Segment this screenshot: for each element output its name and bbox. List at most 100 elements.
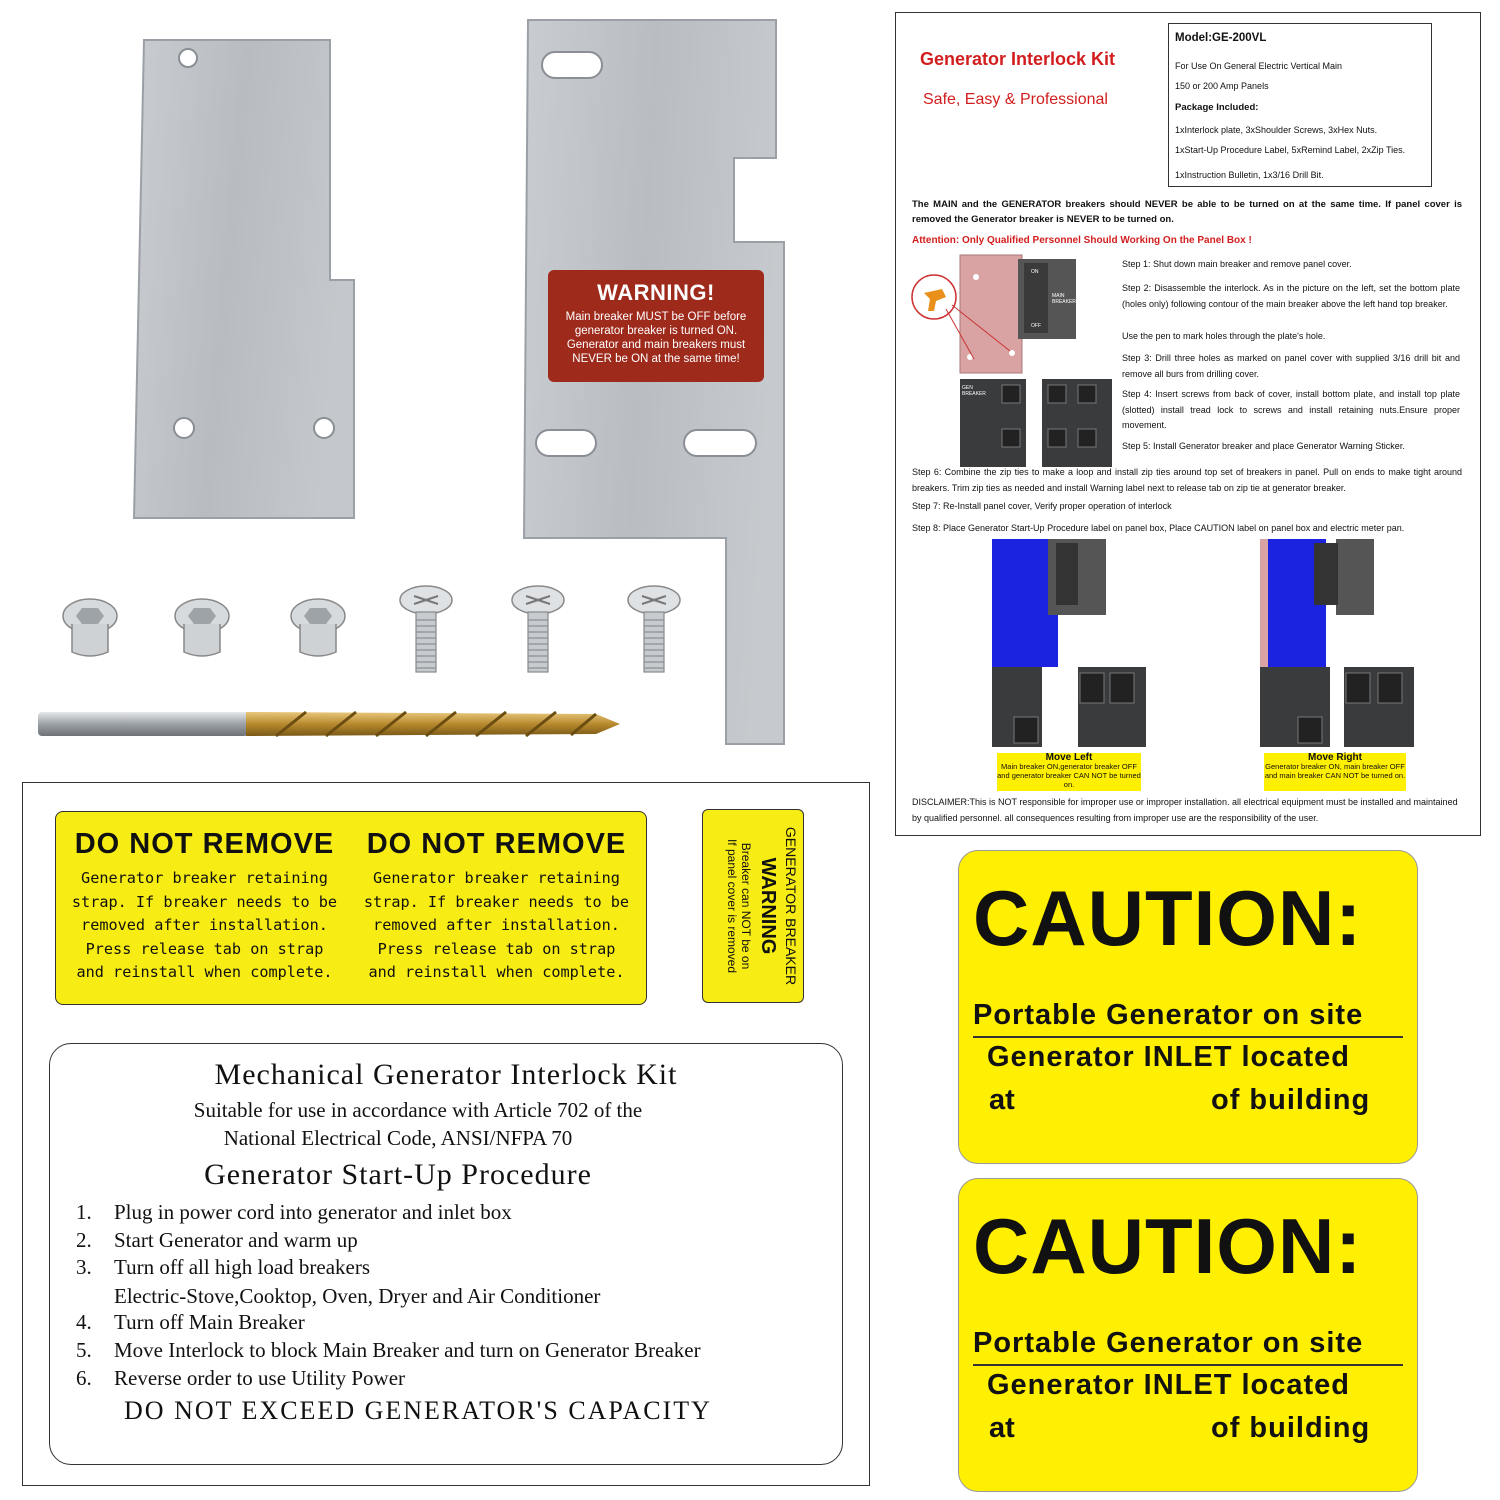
model-line: 1xInstruction Bulletin, 1x3/16 Drill Bit… bbox=[1175, 170, 1324, 180]
startup-procedure-label: Mechanical Generator Interlock Kit Suita… bbox=[49, 1043, 843, 1465]
do-not-remove-column: DO NOT REMOVE Generator breaker retainin… bbox=[62, 828, 347, 985]
sticker-line: generator breaker is turned ON. bbox=[574, 325, 738, 337]
generator-breaker-warning-label: GENERATOR BREAKER WARNING Breaker can NO… bbox=[702, 809, 804, 1003]
model-line: 1xStart-Up Procedure Label, 5xRemind Lab… bbox=[1175, 145, 1406, 155]
move-right-text: Generator breaker ON, main breaker OFF a… bbox=[1264, 762, 1406, 780]
step-text: Start Generator and warm up bbox=[114, 1228, 358, 1252]
plate-slot bbox=[683, 429, 757, 457]
step-2b: Use the pen to mark holes through the pl… bbox=[1122, 331, 1326, 341]
startup-footer: DO NOT EXCEED GENERATOR'S CAPACITY bbox=[124, 1396, 712, 1425]
do-not-remove-label: DO NOT REMOVE Generator breaker retainin… bbox=[55, 811, 647, 1005]
move-right-note: Move Right Generator breaker ON, main br… bbox=[1264, 753, 1406, 791]
vwarn-line2: WARNING bbox=[757, 857, 779, 955]
sheet-title: Generator Interlock Kit bbox=[920, 49, 1116, 69]
move-left-title: Move Left bbox=[1045, 752, 1093, 763]
move-right-diagram bbox=[1260, 539, 1414, 747]
plate-slot bbox=[541, 51, 603, 79]
do-not-remove-line: strap. If breaker needs to be bbox=[363, 892, 630, 911]
move-left-note: Move Left Main breaker ON,generator brea… bbox=[997, 753, 1141, 791]
hex-nut bbox=[174, 598, 230, 657]
model-info-box: Model:GE-200VL For Use On General Electr… bbox=[1168, 23, 1432, 187]
sticker-line: Main breaker MUST be OFF before bbox=[565, 311, 747, 323]
plate-hole bbox=[173, 417, 195, 439]
caution-line3-building: of building bbox=[1211, 1412, 1371, 1444]
caution-line1: Portable Generator on site bbox=[973, 999, 1403, 1038]
vertical-warning-text: GENERATOR BREAKER WARNING Breaker can NO… bbox=[703, 814, 803, 998]
vwarn-line4: If panel cover is removed bbox=[725, 838, 739, 974]
shoulder-screw bbox=[399, 585, 453, 673]
label-sheet: DO NOT REMOVE Generator breaker retainin… bbox=[22, 782, 870, 1486]
diagram-gen-breaker-label: BREAKER bbox=[962, 391, 986, 397]
plate-slot bbox=[535, 429, 597, 457]
step-8: Step 8: Place Generator Start-Up Procedu… bbox=[912, 523, 1405, 533]
sticker-line: Generator and main breakers must bbox=[566, 339, 746, 351]
instruction-sheet: Generator Interlock Kit Safe, Easy & Pro… bbox=[895, 12, 1481, 836]
step-number: 2. bbox=[76, 1228, 92, 1252]
step-1: Step 1: Shut down main breaker and remov… bbox=[1122, 259, 1352, 269]
install-diagram: ON OFF MAIN BREAKER GEN BREAKER bbox=[911, 254, 1112, 467]
diagram-off-label: OFF bbox=[1031, 323, 1041, 329]
do-not-remove-line: removed after installation. bbox=[373, 916, 620, 934]
do-not-remove-line: Generator breaker retaining bbox=[81, 869, 328, 887]
model-line: Package Included: bbox=[1175, 102, 1259, 113]
do-not-remove-line: and reinstall when complete. bbox=[368, 963, 625, 981]
shoulder-screw bbox=[627, 585, 681, 673]
caution-line3-at: at bbox=[989, 1412, 1015, 1444]
step-2: Step 2: Disassemble the interlock. As in… bbox=[1122, 283, 1460, 309]
do-not-remove-line: Generator breaker retaining bbox=[373, 869, 620, 887]
diagram-breaker-label: BREAKER bbox=[1052, 299, 1076, 305]
step-number: 6. bbox=[76, 1366, 92, 1390]
diagram-on-label: ON bbox=[1031, 269, 1039, 275]
step-5: Step 5: Install Generator breaker and pl… bbox=[1122, 441, 1405, 451]
caution-label: CAUTION: Portable Generator on site Gene… bbox=[958, 1178, 1418, 1492]
step-text: Turn off all high load breakers bbox=[114, 1255, 371, 1279]
model-number: Model:GE-200VL bbox=[1175, 32, 1267, 44]
sheet-intro: The MAIN and the GENERATOR breakers shou… bbox=[912, 199, 1462, 225]
model-line: For Use On General Electric Vertical Mai… bbox=[1175, 61, 1343, 71]
do-not-remove-line: Press release tab on strap bbox=[377, 939, 616, 958]
hex-nut bbox=[290, 598, 346, 657]
caution-line2: Generator INLET located bbox=[987, 1369, 1351, 1401]
model-line: 1xInterlock plate, 3xShoulder Screws, 3x… bbox=[1175, 125, 1378, 135]
caution-heading: CAUTION: bbox=[973, 874, 1363, 962]
caution-label: CAUTION: Portable Generator on site Gene… bbox=[958, 850, 1418, 1164]
step-text: Electric-Stove,Cooktop, Oven, Dryer and … bbox=[114, 1284, 601, 1308]
step-text: Plug in power cord into generator and in… bbox=[114, 1200, 512, 1224]
startup-title: Mechanical Generator Interlock Kit bbox=[214, 1058, 678, 1091]
do-not-remove-line: strap. If breaker needs to be bbox=[71, 892, 338, 911]
caution-line1: Portable Generator on site bbox=[973, 1327, 1403, 1366]
plate-hole bbox=[313, 417, 335, 439]
vwarn-line3: Breaker can NOT be on bbox=[739, 842, 753, 970]
caution-heading: CAUTION: bbox=[973, 1202, 1363, 1290]
do-not-remove-line: removed after installation. bbox=[81, 916, 328, 934]
startup-line1: Suitable for use in accordance with Arti… bbox=[193, 1098, 643, 1122]
sheet-subtitle: Safe, Easy & Professional bbox=[923, 91, 1108, 108]
caution-line3-building: of building bbox=[1211, 1084, 1371, 1116]
do-not-remove-column: DO NOT REMOVE Generator breaker retainin… bbox=[354, 828, 639, 985]
model-line: 150 or 200 Amp Panels bbox=[1175, 81, 1269, 91]
attention-note: Attention: Only Qualified Personnel Shou… bbox=[912, 235, 1252, 246]
move-right-title: Move Right bbox=[1308, 752, 1362, 763]
move-left-diagram bbox=[992, 539, 1146, 747]
move-left-text: Main breaker ON,generator breaker OFF an… bbox=[997, 762, 1141, 789]
plate-hole bbox=[178, 48, 198, 68]
hex-nut bbox=[62, 598, 118, 657]
diagram-gen-breaker-label: GEN bbox=[962, 385, 973, 391]
sticker-line: NEVER be ON at the same time! bbox=[572, 353, 740, 365]
step-number: 1. bbox=[76, 1200, 92, 1224]
caution-line2: Generator INLET located bbox=[987, 1041, 1351, 1073]
step-3: Step 3: Drill three holes as marked on p… bbox=[1122, 353, 1460, 379]
shoulder-screw bbox=[511, 585, 565, 673]
do-not-remove-line: Press release tab on strap bbox=[85, 939, 324, 958]
vwarn-line1: GENERATOR BREAKER bbox=[783, 826, 799, 986]
interlock-top-plate bbox=[522, 19, 785, 745]
diagram-main-label: MAIN bbox=[1052, 293, 1065, 299]
step-4: Step 4: Insert screws from back of cover… bbox=[1122, 389, 1460, 430]
drill-bit bbox=[38, 710, 620, 738]
step-number: 4. bbox=[76, 1310, 92, 1334]
plate-warning-sticker: WARNING! Main breaker MUST be OFF before… bbox=[548, 270, 764, 382]
step-number: 5. bbox=[76, 1338, 92, 1362]
do-not-remove-heading: DO NOT REMOVE bbox=[74, 828, 335, 860]
disclaimer: DISCLAIMER:This is NOT responsible for i… bbox=[912, 797, 1458, 823]
step-text: Turn off Main Breaker bbox=[114, 1310, 305, 1334]
